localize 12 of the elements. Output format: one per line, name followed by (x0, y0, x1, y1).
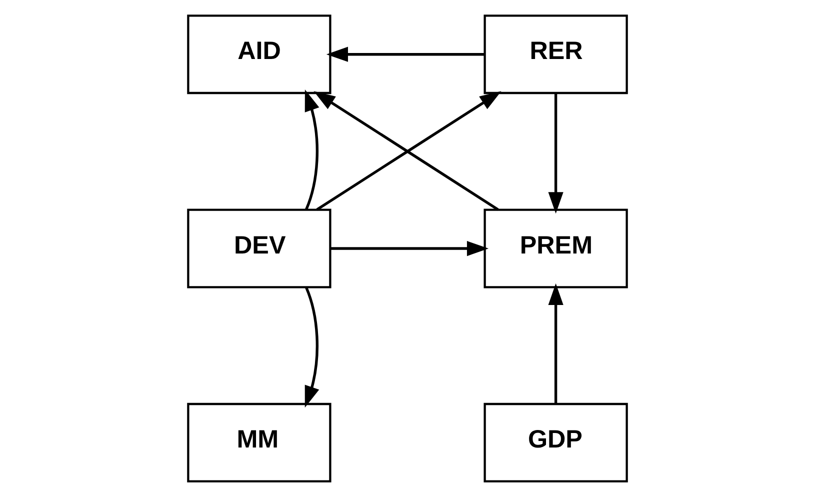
node-box: DEV (187, 208, 332, 288)
arrow (326, 46, 484, 62)
arrow (548, 283, 564, 404)
node-box: PREM (484, 208, 628, 288)
node-box: MM (187, 402, 332, 482)
arrow (330, 240, 489, 256)
node-box: AID (187, 14, 332, 94)
arrow (304, 90, 320, 210)
arrow (548, 93, 564, 214)
node-box: GDP (484, 402, 628, 482)
arrow (304, 287, 320, 408)
node-box: RER (484, 14, 628, 94)
